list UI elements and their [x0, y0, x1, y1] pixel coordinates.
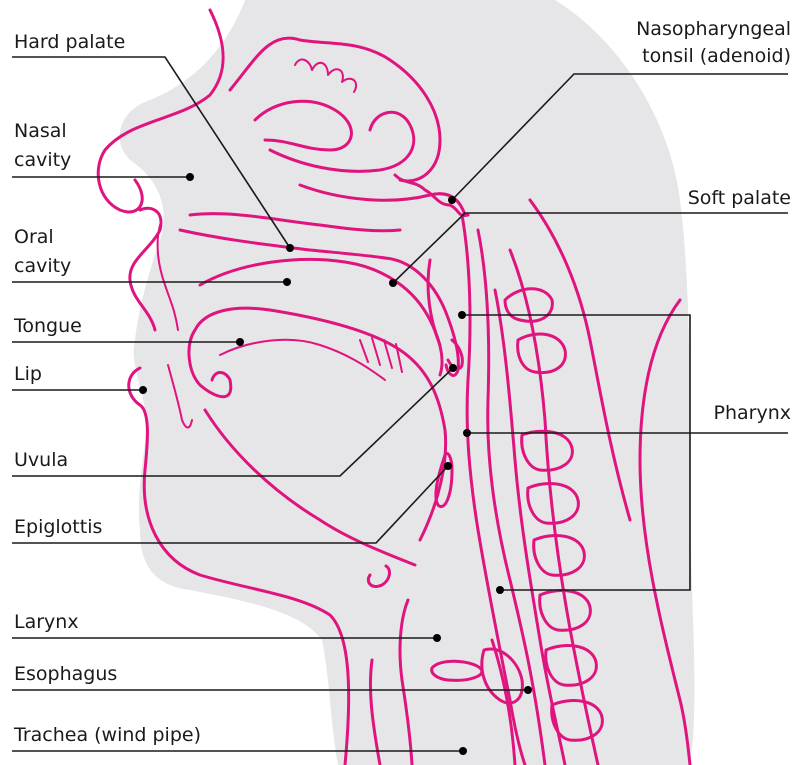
label-epiglottis: Epiglottis: [14, 515, 102, 539]
dot-pharynx-mid: [463, 429, 471, 437]
dot-larynx: [433, 634, 441, 642]
dot-nasal-cavity: [186, 173, 194, 181]
label-hard-palate: Hard palate: [14, 30, 125, 54]
dot-pharynx-upper: [458, 311, 466, 319]
label-uvula: Uvula: [14, 448, 68, 472]
dot-uvula: [449, 364, 457, 372]
dot-trachea: [459, 747, 467, 755]
dot-oral-cavity: [283, 278, 291, 286]
dot-hard-palate: [286, 244, 294, 252]
label-tongue: Tongue: [14, 314, 82, 338]
label-larynx: Larynx: [14, 610, 79, 634]
head-tissue-silhouette: [120, 0, 695, 765]
label-trachea: Trachea (wind pipe): [14, 723, 201, 747]
dot-tongue: [236, 338, 244, 346]
dot-pharynx-lower: [496, 586, 504, 594]
label-pharynx: Pharynx: [714, 401, 791, 425]
label-nasopharyngeal-line2: tonsil (adenoid): [642, 44, 791, 68]
label-oral-cavity-line1: Oral: [14, 225, 54, 249]
label-nasal-cavity-line1: Nasal: [14, 119, 67, 143]
label-nasal-cavity-line2: cavity: [14, 148, 71, 172]
label-nasopharyngeal-line1: Nasopharyngeal: [636, 17, 791, 41]
label-lip: Lip: [14, 362, 42, 386]
dot-adenoid: [448, 196, 456, 204]
label-soft-palate: Soft palate: [688, 186, 791, 210]
dot-esophagus: [524, 686, 532, 694]
label-esophagus: Esophagus: [14, 662, 117, 686]
dot-epiglottis: [444, 462, 452, 470]
dot-soft-palate: [389, 279, 397, 287]
label-oral-cavity-line2: cavity: [14, 254, 71, 278]
dot-lip: [139, 386, 147, 394]
